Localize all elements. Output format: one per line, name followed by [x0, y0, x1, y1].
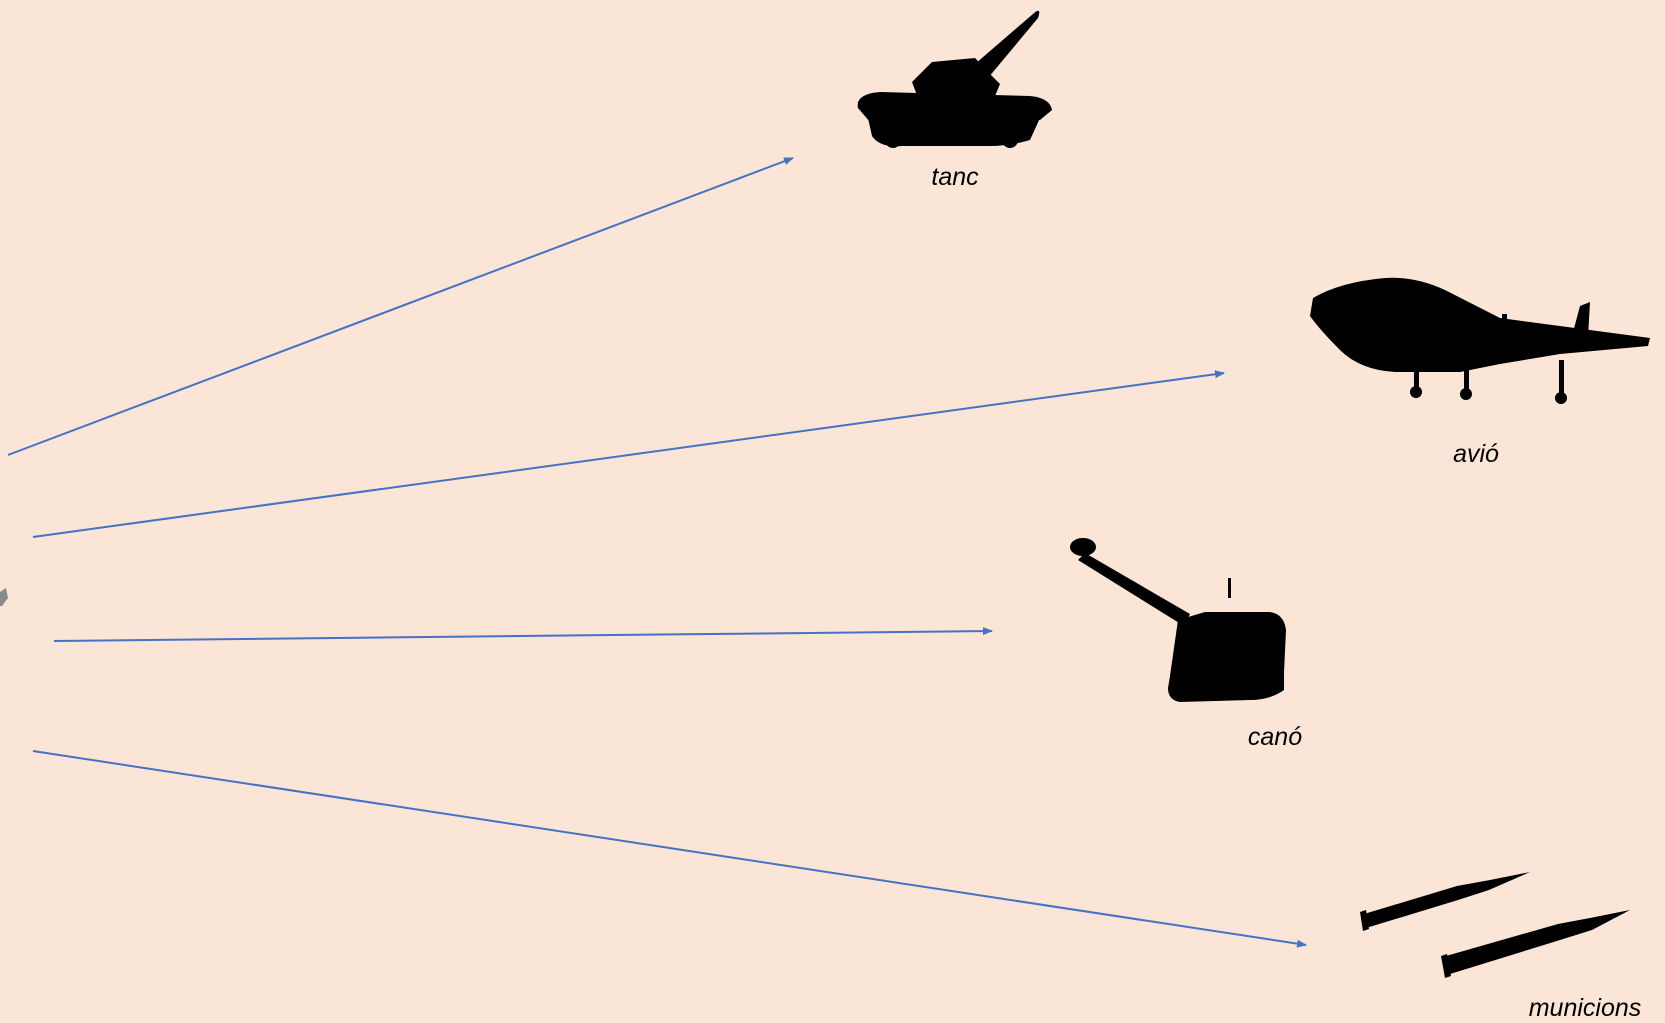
arrow-to-avio [32, 370, 1225, 538]
ammunition-icon [1360, 872, 1630, 978]
municions-label: municions [1528, 994, 1642, 1022]
cropped-source-icon [0, 588, 8, 606]
avio-label: avió [1453, 440, 1499, 468]
cano-label: canó [1247, 723, 1303, 751]
arrow-to-cano [53, 627, 993, 642]
tank-icon [857, 10, 1052, 148]
arrow-to-tanc [7, 157, 794, 456]
artillery-icon [1070, 538, 1286, 702]
airplane-icon [1310, 277, 1650, 404]
tanc-label: tanc [931, 163, 979, 191]
arrow-to-municions [32, 750, 1307, 948]
